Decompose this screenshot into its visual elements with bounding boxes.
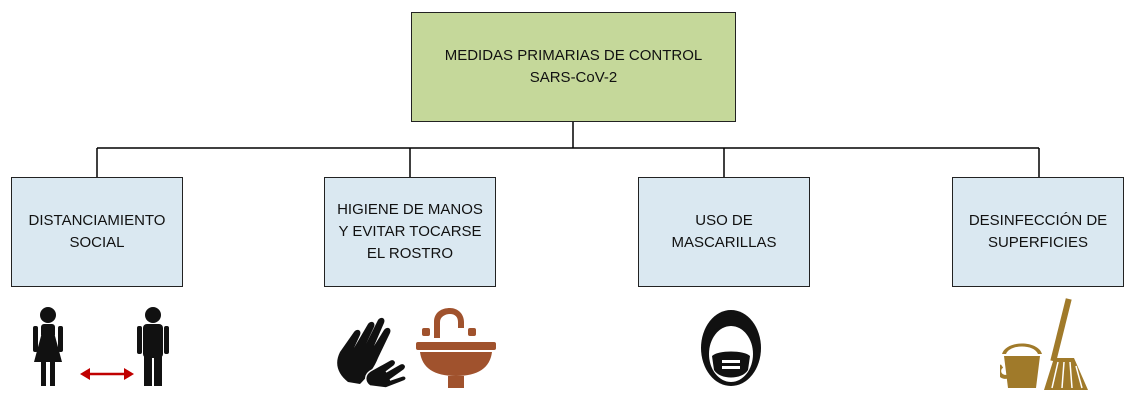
- face-mask-icon: [701, 310, 761, 386]
- child-label: DISTANCIAMIENTO SOCIAL: [28, 212, 166, 251]
- sink-icon: [416, 308, 496, 388]
- child-node-mask-use: USO DE MASCARILLAS: [638, 177, 810, 287]
- hand-washing-icon: [337, 308, 496, 389]
- child-label: HIGIENE DE MANOS Y EVITAR TOCARSE EL ROS…: [337, 201, 483, 262]
- woman-figure-icon: [33, 307, 63, 386]
- hands-icon: [337, 317, 407, 389]
- child-label: USO DE MASCARILLAS: [671, 212, 777, 251]
- root-node: MEDIDAS PRIMARIAS DE CONTROL SARS-CoV-2: [411, 12, 736, 122]
- child-label: DESINFECCIÓN DE SUPERFICIES: [968, 212, 1108, 251]
- double-arrow-icon: [80, 368, 134, 380]
- child-node-social-distancing: DISTANCIAMIENTO SOCIAL: [11, 177, 183, 287]
- man-figure-icon: [137, 307, 169, 386]
- child-node-hand-hygiene: HIGIENE DE MANOS Y EVITAR TOCARSE EL ROS…: [324, 177, 496, 287]
- child-node-surface-disinfection: DESINFECCIÓN DE SUPERFICIES: [952, 177, 1124, 287]
- social-distancing-icon: [33, 307, 169, 386]
- cleaning-bucket-icon: [1000, 298, 1088, 390]
- root-label: MEDIDAS PRIMARIAS DE CONTROL SARS-CoV-2: [444, 47, 703, 86]
